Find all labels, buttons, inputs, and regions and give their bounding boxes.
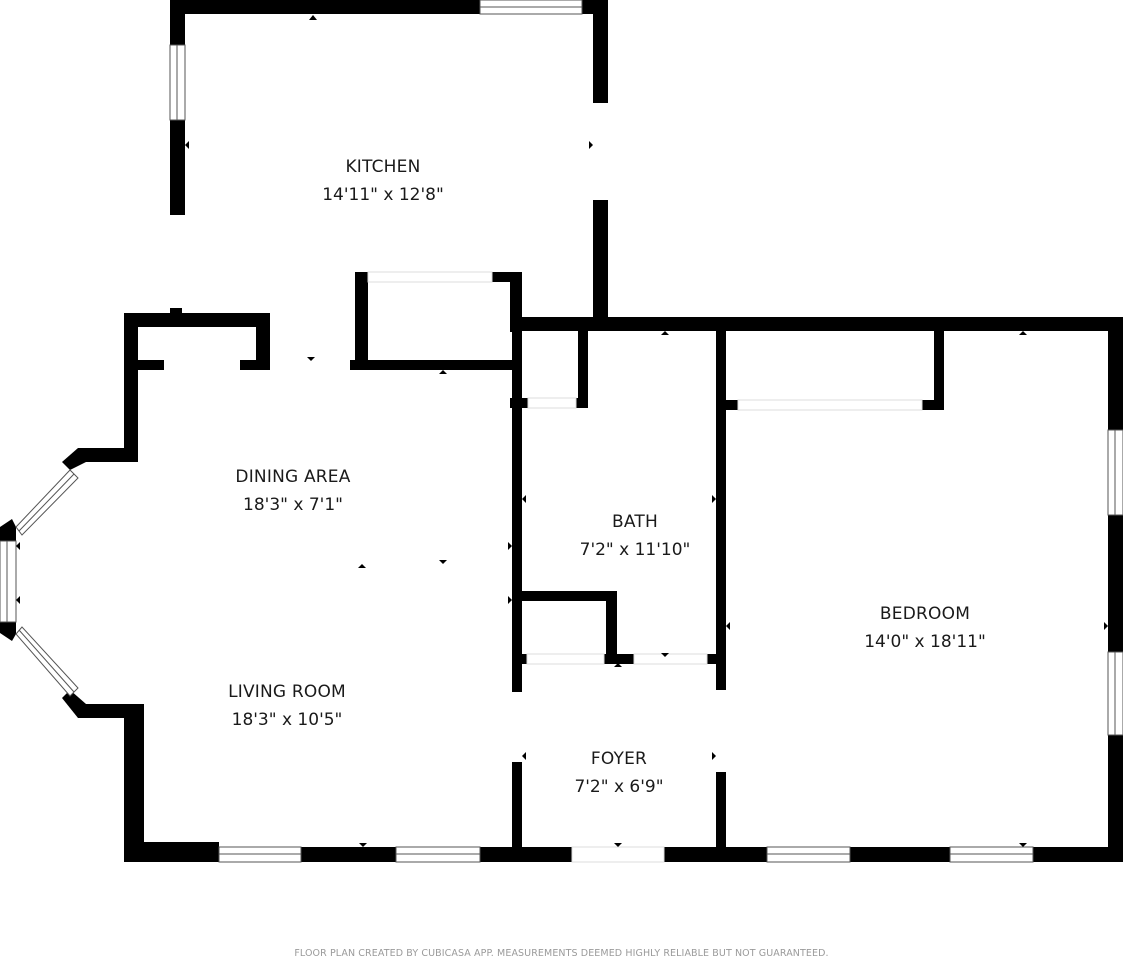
room-label-kitchen: KITCHEN 14'11" x 12'8" — [322, 153, 444, 209]
walls — [0, 0, 1123, 862]
room-dimensions: 18'3" x 7'1" — [243, 495, 343, 515]
room-name: LIVING ROOM — [228, 682, 346, 702]
room-label-foyer: FOYER 7'2" x 6'9" — [574, 745, 663, 801]
room-name: BEDROOM — [879, 604, 971, 624]
room-label-bath: BATH 7'2" x 11'10" — [580, 508, 691, 564]
room-dimensions: 7'2" x 6'9" — [574, 777, 664, 797]
room-dimensions: 14'11" x 12'8" — [322, 185, 444, 205]
windows — [0, 0, 1123, 863]
room-name: KITCHEN — [345, 157, 421, 177]
room-name: DINING AREA — [235, 467, 351, 487]
room-label-bedroom: BEDROOM 14'0" x 18'11" — [864, 600, 986, 656]
room-dimensions: 14'0" x 18'11" — [864, 632, 986, 652]
room-name: BATH — [612, 512, 658, 532]
room-name: FOYER — [590, 749, 648, 769]
room-dimensions: 18'3" x 10'5" — [231, 710, 343, 730]
room-label-living-room: LIVING ROOM 18'3" x 10'5" — [228, 678, 346, 734]
room-dimensions: 7'2" x 11'10" — [579, 540, 691, 560]
room-label-dining-area: DINING AREA 18'3" x 7'1" — [235, 463, 350, 519]
disclaimer-footer: FLOOR PLAN CREATED BY CUBICASA APP. MEAS… — [294, 948, 829, 959]
direction-markers — [16, 15, 1108, 847]
